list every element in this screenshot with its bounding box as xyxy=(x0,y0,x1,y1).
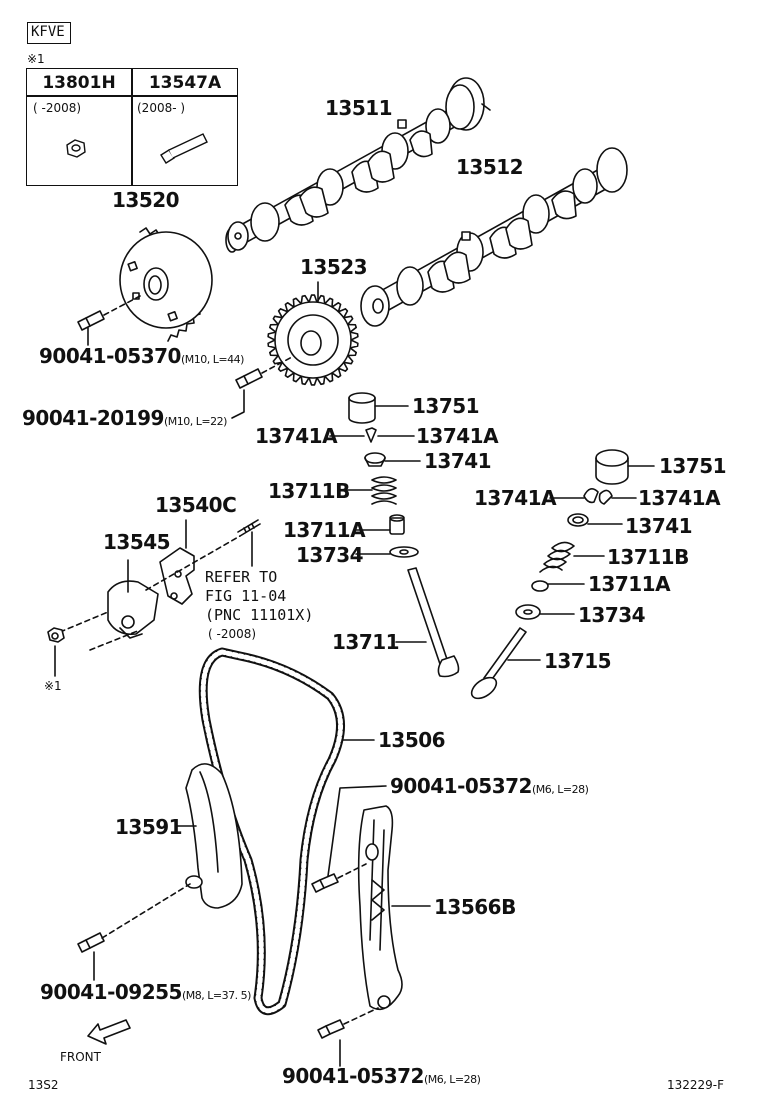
label-13711b-right: 13711B xyxy=(607,545,689,569)
part-90041-05370: 90041-05370 xyxy=(39,344,181,368)
spec-90041-05372-top: (M6, L=28) xyxy=(531,783,589,796)
label-bolt-90041-09255: 90041-09255(M8, L=37. 5) xyxy=(40,982,251,1006)
part-90041-05372-top: 90041-05372 xyxy=(390,774,532,798)
label-13734-right: 13734 xyxy=(578,603,646,627)
label-13741a-left-2: 13741A xyxy=(416,424,499,448)
bolt-icon xyxy=(160,133,208,164)
label-13711-left: 13711 xyxy=(332,630,400,654)
bolt-90041-20199-drawing xyxy=(231,356,293,419)
label-13715-right: 13715 xyxy=(544,649,612,673)
spec-90041-09255: (M8, L=37. 5) xyxy=(181,989,251,1002)
label-bolt-90041-20199: 90041-20199(M10, L=22) xyxy=(22,408,227,432)
label-13711a-right: 13711A xyxy=(588,572,671,596)
label-bolt-90041-05372-bottom: 90041-05372(M6, L=28) xyxy=(282,1064,481,1090)
label-13711b-left: 13711B xyxy=(268,479,350,503)
table-col-1-range: ( -2008) xyxy=(33,101,82,115)
label-13545: 13545 xyxy=(103,530,171,554)
chain-slipper-13591-drawing xyxy=(77,763,243,981)
vvt-gear-13520-drawing xyxy=(119,227,213,342)
label-13751-right: 13751 xyxy=(659,454,727,478)
part-90041-09255: 90041-09255 xyxy=(40,980,182,1004)
camshaft-13512-drawing xyxy=(360,147,628,327)
part-90041-20199: 90041-20199 xyxy=(22,406,164,430)
engine-code: KFVE xyxy=(31,24,65,40)
table-col-1-part: 13801H xyxy=(42,73,116,93)
bolt-90041-05370-drawing xyxy=(77,295,141,346)
label-13711a-left: 13711A xyxy=(283,518,366,542)
spec-90041-05372-bottom: (M6, L=28) xyxy=(423,1073,481,1086)
valve-train-left-drawing xyxy=(329,392,460,678)
label-13751-left: 13751 xyxy=(412,394,480,418)
table-col-2-range: (2008- ) xyxy=(137,101,186,115)
label-bolt-90041-05372-top: 90041-05372(M6, L=28) xyxy=(390,774,589,800)
footer-right-code: 132229-F xyxy=(667,1078,725,1092)
label-13741a-left-1: 13741A xyxy=(255,424,338,448)
label-13523: 13523 xyxy=(300,255,368,279)
variant-table: 13801H 13547A ( -2008) (2008- ) xyxy=(26,68,238,186)
refer-line-4: ( -2008) xyxy=(208,627,257,641)
label-13734-left: 13734 xyxy=(296,543,364,567)
table-note-mark: ※1 xyxy=(27,52,45,66)
valve-train-right-drawing xyxy=(470,449,655,700)
label-13520: 13520 xyxy=(112,188,180,212)
engine-code-box: KFVE xyxy=(27,22,71,44)
label-13512: 13512 xyxy=(456,155,524,179)
refer-line-2: FIG 11-04 xyxy=(205,587,287,605)
label-13591: 13591 xyxy=(115,815,183,839)
label-bolt-90041-05370: 90041-05370(M10, L=44) xyxy=(39,346,244,370)
label-13741a-right-2: 13741A xyxy=(638,486,721,510)
camshaft-13511-drawing xyxy=(225,77,491,253)
label-nut-mark: ※1 xyxy=(44,679,62,693)
refer-line-1: REFER TO xyxy=(205,568,278,586)
chain-damper-13566b-drawing xyxy=(311,785,431,1067)
sprocket-13523-drawing xyxy=(267,281,359,386)
label-13511: 13511 xyxy=(325,96,393,120)
spec-90041-05370: (M10, L=44) xyxy=(180,353,244,366)
front-label: FRONT xyxy=(60,1050,101,1064)
label-13540c: 13540C xyxy=(155,493,237,517)
part-90041-05372-bottom: 90041-05372 xyxy=(282,1064,424,1088)
label-13741a-right-1: 13741A xyxy=(474,486,557,510)
label-13566b: 13566B xyxy=(434,895,516,919)
spec-90041-20199: (M10, L=22) xyxy=(163,415,227,428)
footer-left-code: 13S2 xyxy=(28,1078,59,1092)
sprocket-teeth xyxy=(267,294,359,386)
label-13741-right: 13741 xyxy=(625,514,693,538)
table-col-2-part: 13547A xyxy=(148,73,222,93)
nut-icon xyxy=(66,139,86,158)
refer-line-3: (PNC 11101X) xyxy=(205,606,314,624)
front-arrow-icon xyxy=(87,1019,131,1045)
tensioner-group-drawing xyxy=(47,519,261,677)
label-13741-left: 13741 xyxy=(424,449,492,473)
label-13506: 13506 xyxy=(378,728,446,752)
